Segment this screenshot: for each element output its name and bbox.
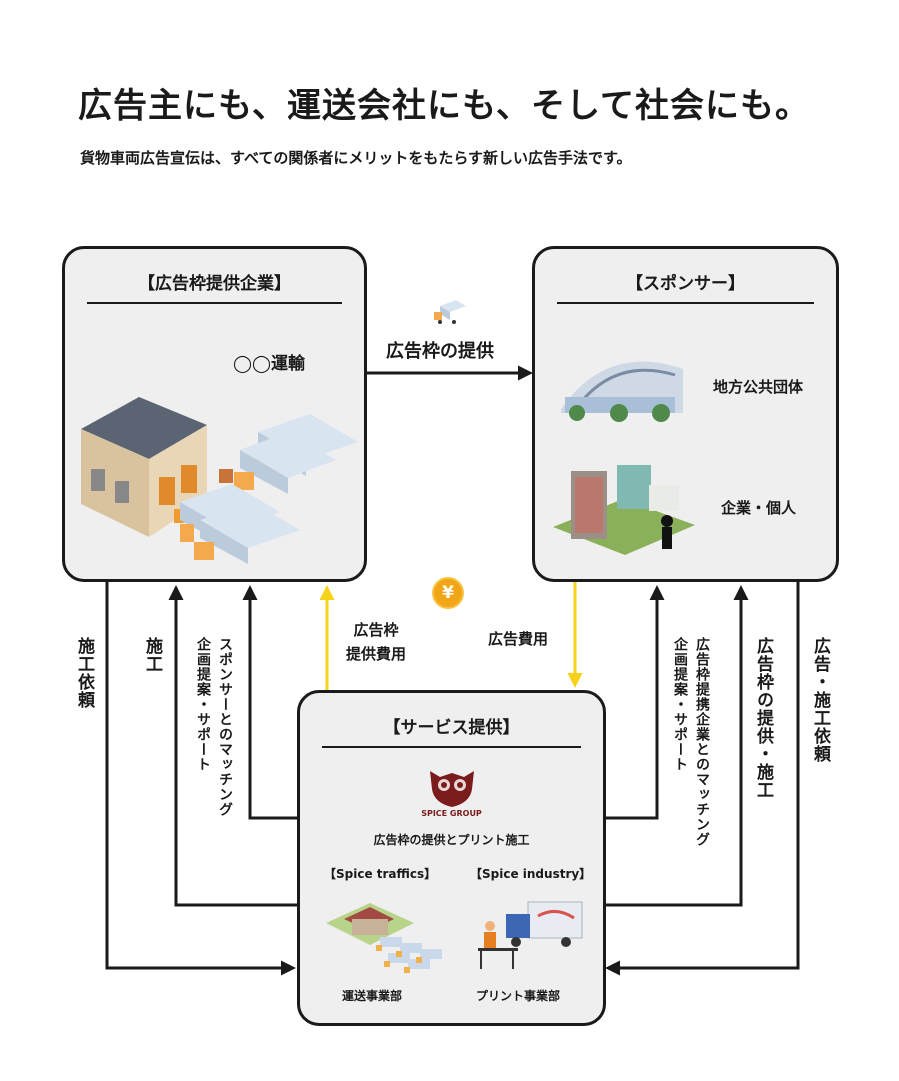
title-divider <box>557 302 814 304</box>
construction-label: 施工 <box>142 637 162 673</box>
headline: 広告主にも、運送会社にも、そして社会にも。 <box>78 86 810 126</box>
sponsor-company-individual: 企業・個人 <box>721 499 797 517</box>
partner-matching-label-line1: 広告枠提携企業とのマッチング <box>694 637 710 847</box>
sponsor-matching-label-line2: 企画提案・サポート <box>195 637 211 772</box>
print-division-label: プリント事業部 <box>476 989 561 1003</box>
transport-division-label: 運送事業部 <box>342 989 403 1003</box>
ad-slot-fee-label: 広告枠 提供費用 <box>346 618 406 666</box>
truck-fleet-illustration <box>180 414 358 564</box>
small-truck-icon <box>434 300 466 324</box>
sponsor-box: 【スポンサー】 地方公共団体 企業・個人 <box>532 246 839 582</box>
office-buildings-icon <box>553 465 695 555</box>
arrow-right-matching <box>604 585 665 820</box>
arrow-left-construction <box>168 585 299 907</box>
ad-slot-provision-label: 広告枠の提供 <box>386 341 494 362</box>
ad-slot-fee-line1: 広告枠 <box>353 621 399 639</box>
yen-coin-icon: ¥ <box>432 577 464 609</box>
sponsor-title: 【スポンサー】 <box>626 274 745 294</box>
warehouse-illustration <box>81 397 239 537</box>
subline: 貨物車両広告宣伝は、すべての関係者にメリットをもたらす新しい広告手法です。 <box>80 149 632 167</box>
spice-traffics-title: 【Spice traffics】 <box>324 867 437 881</box>
ad-slot-fee-line2: 提供費用 <box>346 645 407 663</box>
arrow-left-matching <box>242 585 299 820</box>
title-divider <box>322 746 581 748</box>
spice-industry-title: 【Spice industry】 <box>470 867 592 881</box>
arrow-right-provision <box>604 585 749 907</box>
service-title: 【サービス提供】 <box>383 718 520 738</box>
partner-matching-label-line2: 企画提案・サポート <box>672 637 688 772</box>
service-caption: 広告枠の提供とプリント施工 <box>373 833 530 847</box>
sponsor-local-government: 地方公共団体 <box>713 378 804 396</box>
ad-fee-label: 広告費用 <box>488 630 549 648</box>
transport-depot-icon <box>326 903 442 973</box>
spice-group-logo-text: SPICE GROUP <box>421 809 482 818</box>
company-name: ◯◯運輸 <box>233 354 306 374</box>
ad-slot-provision-construction-label: 広告枠の提供・施工 <box>753 637 773 799</box>
arrow-right-request <box>605 582 800 976</box>
sponsor-matching-label-line1: スポンサーとのマッチング <box>217 637 233 817</box>
yen-symbol: ¥ <box>442 583 454 603</box>
arrow-left-construction-request <box>105 582 296 976</box>
owl-logo-icon <box>430 771 474 807</box>
service-box: 【サービス提供】 SPICE GROUP 広告枠の提供とプリント施工 【Spic… <box>297 690 606 1026</box>
construction-request-label: 施工依頼 <box>74 637 94 709</box>
title-divider <box>87 302 342 304</box>
stadium-building-icon <box>561 361 683 422</box>
ad-slot-company-title: 【広告枠提供企業】 <box>138 274 291 294</box>
ad-construction-request-label: 広告・施工依頼 <box>810 637 830 763</box>
ad-slot-company-box: 【広告枠提供企業】 ◯◯運輸 <box>62 246 367 582</box>
print-truck-icon <box>478 901 583 969</box>
